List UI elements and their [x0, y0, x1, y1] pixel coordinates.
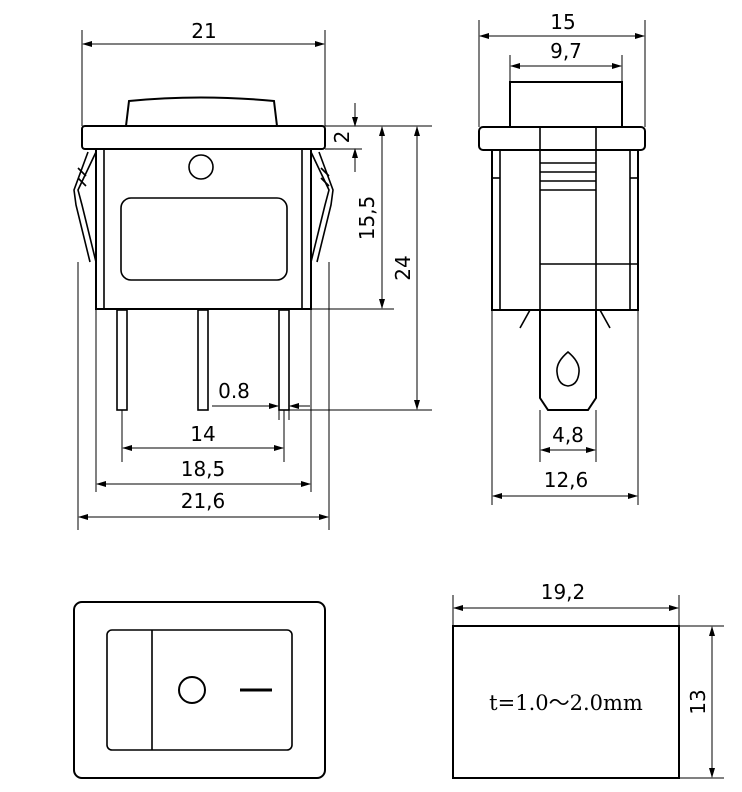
terminal-pin-right [278, 309, 290, 411]
top-rocker-face [106, 629, 293, 751]
dim-label-21-6: 21,6 [181, 489, 226, 513]
dim-label-15-5: 15,5 [355, 196, 379, 241]
right-snap-clip [310, 151, 334, 263]
off-symbol-icon [178, 676, 206, 704]
side-rocker [509, 81, 623, 128]
body-window [120, 197, 288, 281]
terminal-pin-left [116, 309, 128, 411]
dim-label-0-8: 0.8 [218, 379, 250, 403]
dim-label-21: 21 [191, 19, 216, 43]
side-view: 15 9,7 4,8 12,6 [478, 10, 646, 505]
dim-label-13: 13 [686, 689, 710, 714]
top-view [73, 601, 326, 779]
front-view: 21 2 15,5 24 0.8 14 18,5 21,6 [73, 19, 432, 530]
panel-thickness-note: t=1.0～2.0mm [489, 691, 643, 715]
dim-label-2: 2 [330, 131, 354, 144]
terminal-hole [556, 350, 580, 387]
dim-label-19-2: 19,2 [541, 580, 586, 604]
rocker-actuator [125, 96, 278, 127]
dim-label-24: 24 [391, 255, 415, 280]
left-snap-clip [73, 151, 97, 263]
indicator-hole [188, 154, 214, 180]
dim-label-12-6: 12,6 [544, 468, 589, 492]
panel-cutout-view: 19,2 13 t=1.0～2.0mm [452, 580, 724, 779]
dim-label-4-8: 4,8 [552, 423, 584, 447]
top-flange [81, 125, 326, 150]
top-bezel [73, 601, 326, 779]
dim-label-14: 14 [190, 422, 215, 446]
cutout-outline [452, 625, 680, 779]
side-body [491, 149, 639, 311]
side-flange [478, 126, 646, 151]
terminal-pin-middle [197, 309, 209, 411]
switch-body [95, 148, 312, 310]
side-terminal [539, 310, 597, 411]
dim-label-9-7: 9,7 [550, 39, 582, 63]
dim-label-15: 15 [550, 10, 575, 34]
dim-label-18-5: 18,5 [181, 457, 226, 481]
